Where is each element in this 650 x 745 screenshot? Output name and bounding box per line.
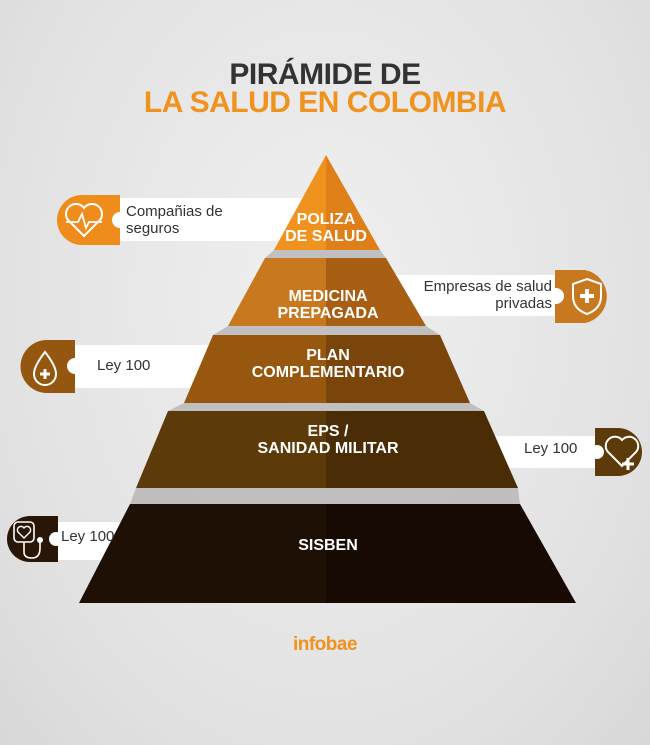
- tier-label-poliza: POLIZA DE SALUD: [276, 211, 376, 245]
- tier-label-line: POLIZA: [296, 211, 356, 228]
- callout-text-eps: Ley 100: [524, 440, 578, 457]
- tier-medicina-prepagada: [228, 258, 426, 326]
- tier-label-line: SISBEN: [298, 537, 358, 554]
- callout-text-medicina: Empresas de salud privadas: [400, 278, 552, 312]
- callout-text-poliza: Compañias de seguros: [126, 203, 223, 237]
- callout-line: Compañias de: [126, 203, 223, 220]
- callout-line: Empresas de salud: [423, 278, 552, 295]
- callout-text-sisben: Ley 100: [61, 528, 115, 545]
- tier-label-line: PREPAGADA: [277, 305, 379, 322]
- tier-poliza: [274, 155, 380, 250]
- tier-plan-complementario: [184, 335, 470, 403]
- tier-label-medicina: MEDICINA PREPAGADA: [240, 288, 416, 322]
- stethoscope-icon: [7, 516, 63, 562]
- tier-label-line: MEDICINA: [288, 288, 368, 305]
- tier-label-plan: PLAN COMPLEMENTARIO: [200, 347, 456, 381]
- tier-label-line: DE SALUD: [285, 228, 367, 245]
- callout-bar-1: [112, 198, 312, 241]
- callout-line: privadas: [495, 295, 552, 312]
- tier-label-sisben: SISBEN: [180, 537, 476, 554]
- callout-line: seguros: [126, 220, 180, 237]
- infobae-logo: infobae: [292, 634, 358, 655]
- shield-plus-icon: [548, 270, 607, 323]
- heart-pulse-icon: [57, 195, 128, 245]
- tier-eps: [136, 411, 518, 488]
- tier-label-eps: EPS / SANIDAD MILITAR: [180, 423, 476, 457]
- title-line-1: PIRÁMIDE DE: [229, 58, 421, 91]
- callout-text-plan: Ley 100: [97, 357, 151, 374]
- tier-label-line: EPS /: [307, 423, 349, 440]
- tier-label-line: SANIDAD MILITAR: [257, 440, 399, 457]
- tier-sisben: [79, 504, 576, 603]
- title-line-2: LA SALUD EN COLOMBIA: [143, 86, 507, 119]
- heart-plus-icon: [590, 428, 642, 476]
- tier-label-line: PLAN: [306, 347, 350, 364]
- tier-label-line: COMPLEMENTARIO: [251, 364, 405, 381]
- drop-plus-icon: [20, 340, 83, 393]
